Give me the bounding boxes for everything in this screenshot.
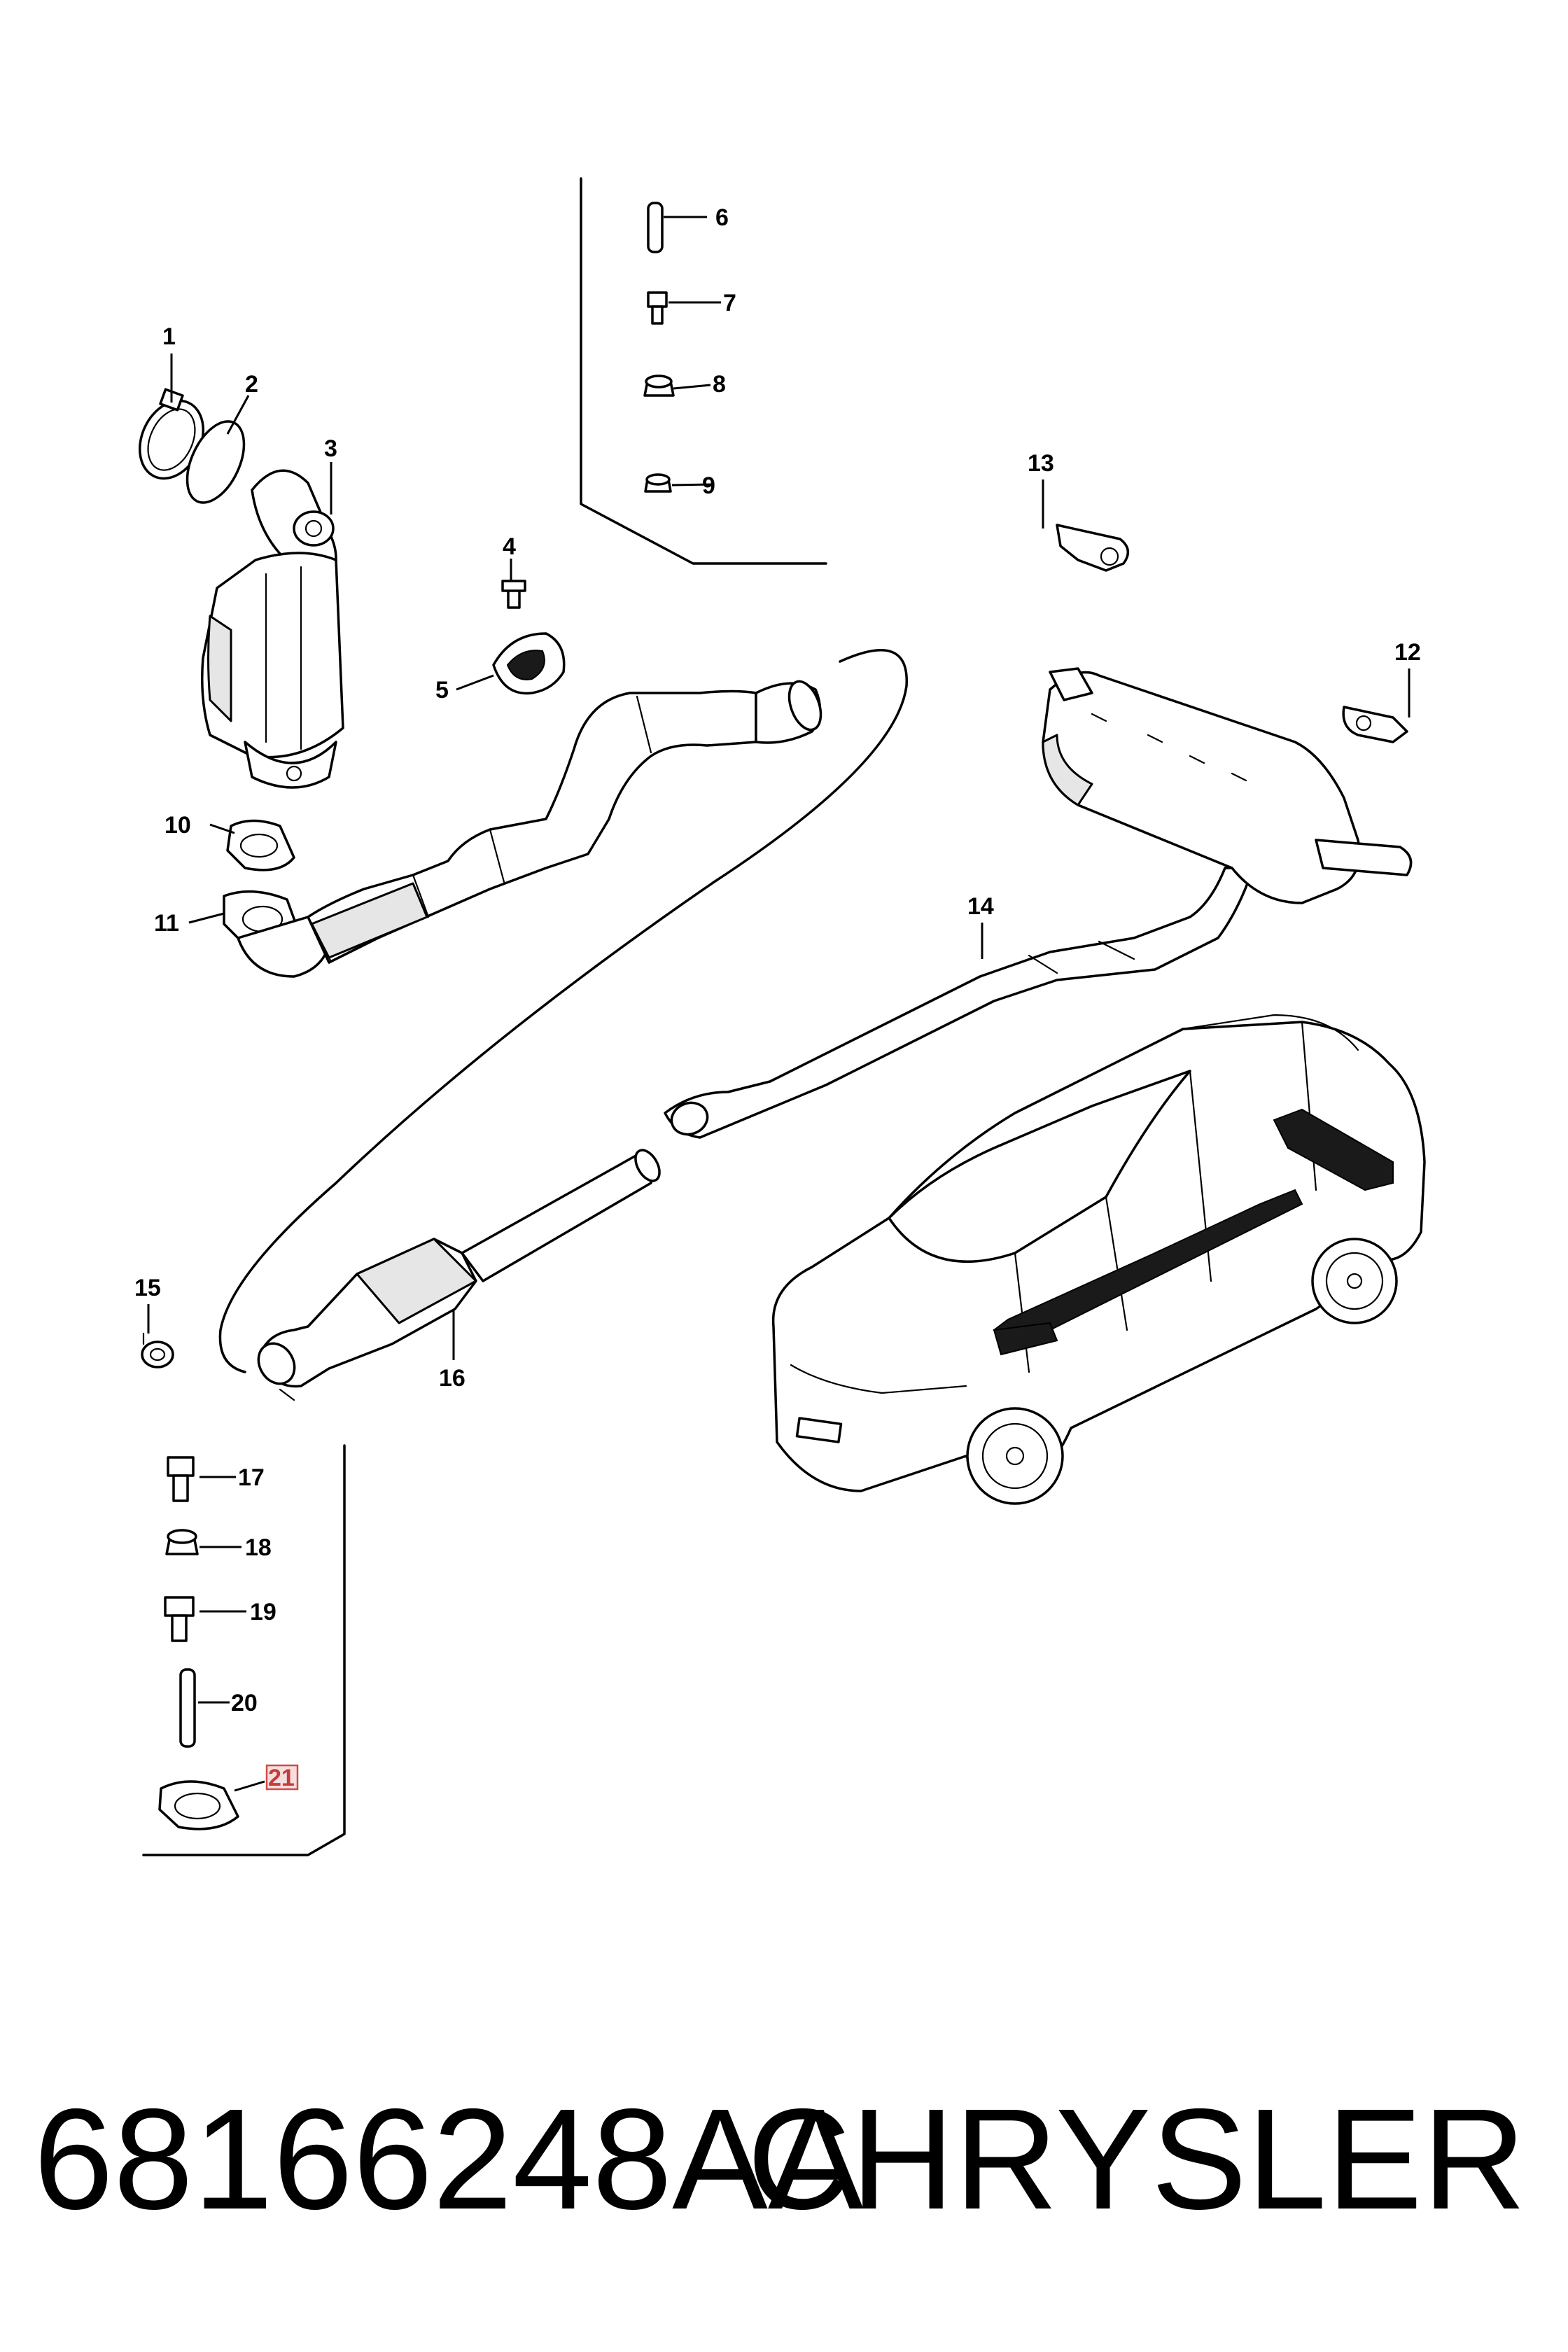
callout-21: 21	[268, 1765, 295, 1791]
vehicle-illustration	[771, 1014, 1426, 1505]
catalytic-converter-part	[201, 469, 344, 789]
callout-6: 6	[715, 204, 729, 231]
callout-15: 15	[134, 1275, 161, 1301]
center-pipe-muffler-part	[257, 1149, 661, 1401]
callout-3: 3	[324, 435, 337, 462]
callout-4: 4	[503, 533, 516, 560]
callout-21-highlight	[265, 1764, 299, 1791]
part-number: 68166248AA	[34, 2079, 864, 2239]
callout-2: 2	[245, 371, 258, 398]
hardware-group-bracket-top	[580, 177, 827, 565]
long-stud-part	[179, 1668, 196, 1748]
flange-nut-part	[643, 374, 675, 397]
front-pipe-flange-part	[223, 890, 330, 978]
hardware-group-bracket-bottom	[142, 1444, 346, 1856]
footer: 68166248AA CHRYSLER	[0, 2072, 1568, 2247]
callout-5: 5	[435, 677, 449, 704]
hex-bolt-part	[167, 1456, 195, 1502]
front-pipe-assembly	[307, 680, 822, 964]
flange-bolt-part	[647, 291, 668, 325]
callout-11: 11	[154, 910, 179, 937]
exhaust-gasket-part	[158, 1780, 239, 1830]
brand-name: CHRYSLER	[747, 2079, 1526, 2239]
stud-part	[647, 202, 664, 253]
flange-gasket-part	[226, 819, 295, 872]
callout-14: 14	[967, 893, 994, 920]
hex-nut-part	[165, 1529, 199, 1555]
shoulder-bolt-part	[164, 1596, 195, 1642]
callout-numbers: 1 2 3 4 5 6 7 8 9 10 11 12 13 14 15 16 1…	[134, 204, 1421, 1791]
callout-1: 1	[162, 323, 176, 350]
callout-13: 13	[1028, 450, 1054, 477]
leader-lines	[147, 216, 1410, 1792]
callout-12: 12	[1394, 639, 1421, 666]
isolator-clamp-part	[141, 1332, 174, 1368]
callout-20: 20	[231, 1690, 258, 1716]
isolator-hanger-right-part	[1342, 706, 1408, 743]
callout-16: 16	[439, 1365, 465, 1392]
bracket-hanger-part	[1056, 524, 1130, 572]
routing-line	[218, 649, 908, 1373]
nut-part	[644, 473, 672, 493]
callout-9: 9	[702, 472, 715, 499]
callout-19: 19	[250, 1599, 276, 1625]
callout-7: 7	[723, 290, 736, 316]
callout-18: 18	[245, 1534, 272, 1561]
callout-17: 17	[238, 1464, 265, 1491]
rear-muffler-part	[1042, 667, 1413, 904]
callout-8: 8	[713, 371, 726, 398]
callout-10: 10	[164, 812, 191, 839]
small-bolt-part	[501, 580, 526, 609]
